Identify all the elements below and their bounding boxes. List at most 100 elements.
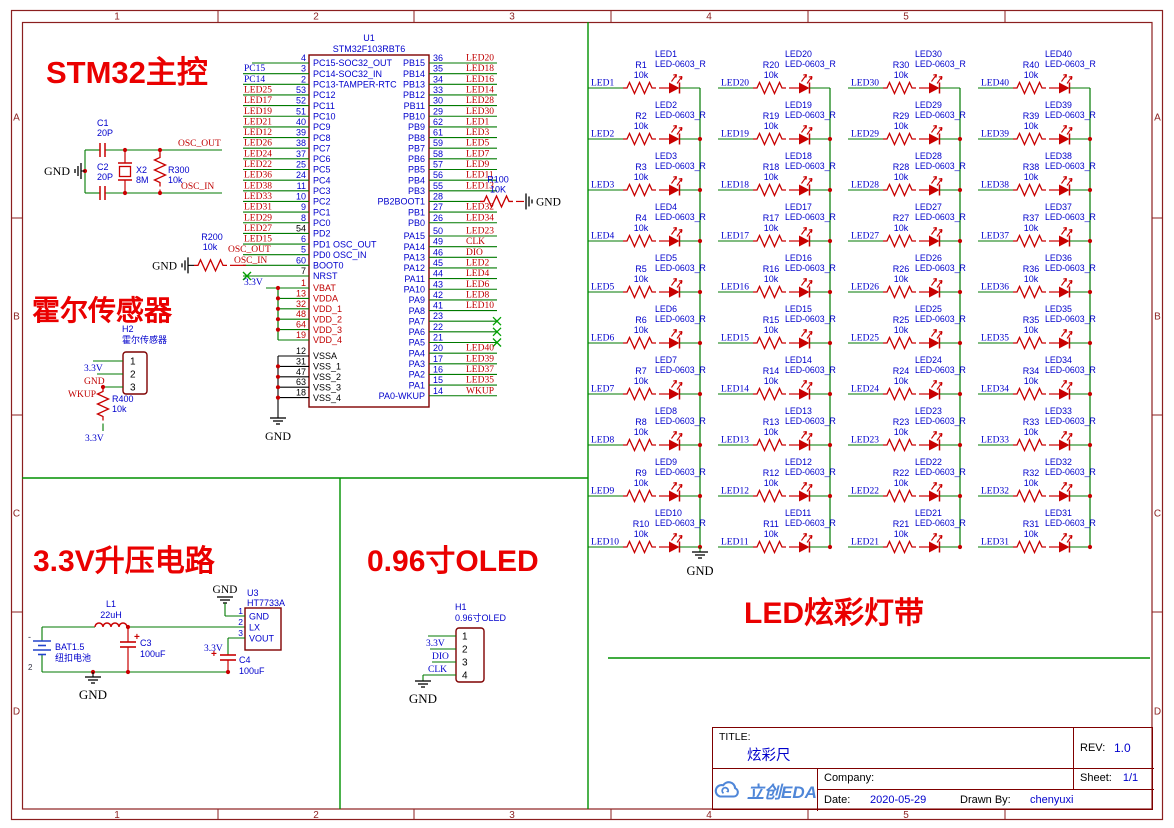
- u1-pin-name[interactable]: VDD_1: [313, 304, 342, 314]
- u1-pin-number[interactable]: 19: [296, 330, 306, 340]
- led-LED10[interactable]: [669, 541, 680, 553]
- resistor-value[interactable]: 10k: [764, 70, 779, 80]
- u1-pin-name[interactable]: PC1: [313, 207, 331, 217]
- u1-pin-number[interactable]: 3: [301, 64, 306, 74]
- led-ref[interactable]: LED30: [915, 49, 942, 59]
- led-ref[interactable]: LED40: [1045, 49, 1072, 59]
- net-label[interactable]: LED10: [466, 301, 494, 311]
- net-label[interactable]: LED2: [466, 258, 489, 268]
- resistor-ref[interactable]: R22: [893, 468, 910, 478]
- led-LED39[interactable]: [1059, 133, 1070, 145]
- net-label[interactable]: LED13: [466, 181, 494, 191]
- net-label[interactable]: LED33: [244, 192, 272, 202]
- net-label[interactable]: LED11: [721, 538, 749, 548]
- r100-ref[interactable]: R100: [487, 174, 509, 184]
- net-label[interactable]: LED23: [466, 227, 494, 237]
- u1-pin-name[interactable]: PB13: [403, 80, 425, 90]
- led-part[interactable]: LED-0603_R: [655, 161, 706, 171]
- net-label[interactable]: LED28: [851, 181, 879, 191]
- u1-pin-number[interactable]: 25: [296, 160, 306, 170]
- net-label[interactable]: LED14: [466, 85, 494, 95]
- u1-pin-number[interactable]: 52: [296, 96, 306, 106]
- led-ref[interactable]: LED17: [785, 202, 812, 212]
- led-ref[interactable]: LED21: [915, 508, 942, 518]
- resistor-value[interactable]: 10k: [1024, 376, 1039, 386]
- resistor-ref[interactable]: R14: [763, 366, 780, 376]
- led-LED19[interactable]: [799, 133, 810, 145]
- resistor-R39[interactable]: [1013, 131, 1046, 147]
- net-label[interactable]: LED15: [244, 235, 272, 245]
- u1-pin-name[interactable]: PC3: [313, 186, 331, 196]
- resistor-value[interactable]: 10k: [1024, 529, 1039, 539]
- led-LED3[interactable]: [669, 184, 680, 196]
- c4-value[interactable]: 100uF: [239, 666, 265, 676]
- u1-pin-name[interactable]: PB3: [408, 186, 425, 196]
- led-ref[interactable]: LED23: [915, 406, 942, 416]
- net-label[interactable]: OSC_IN: [181, 182, 214, 192]
- u1-pin-name[interactable]: PB7: [408, 143, 425, 153]
- led-ref[interactable]: LED27: [915, 202, 942, 212]
- resistor-value[interactable]: 10k: [1024, 427, 1039, 437]
- u1-pin-number[interactable]: 29: [433, 106, 443, 116]
- led-ref[interactable]: LED8: [655, 406, 677, 416]
- u1-pin-number[interactable]: 43: [433, 279, 443, 289]
- net-label[interactable]: LED22: [244, 160, 272, 170]
- u1-pin-name[interactable]: PB2BOOT1: [377, 197, 425, 207]
- net-label[interactable]: LED9: [466, 160, 489, 170]
- u3-pin-name[interactable]: LX: [249, 623, 260, 633]
- u1-pin-name[interactable]: VDD_3: [313, 325, 342, 335]
- led-part[interactable]: LED-0603_R: [655, 212, 706, 222]
- resistor-R400[interactable]: [95, 387, 111, 421]
- net-label[interactable]: LED12: [721, 487, 749, 497]
- net-label[interactable]: LED3: [466, 128, 489, 138]
- resistor-value[interactable]: 10k: [894, 325, 909, 335]
- resistor-value[interactable]: 10k: [894, 274, 909, 284]
- u1-pin-name[interactable]: VDD_2: [313, 314, 342, 324]
- resistor-R5[interactable]: [623, 284, 656, 300]
- net-label[interactable]: LED6: [591, 334, 614, 344]
- net-label[interactable]: LED36: [244, 171, 272, 181]
- net-label[interactable]: LED39: [981, 130, 1009, 140]
- u1-pin-number[interactable]: 39: [296, 128, 306, 138]
- net-label[interactable]: LED9: [591, 487, 614, 497]
- led-LED27[interactable]: [929, 235, 940, 247]
- resistor-ref[interactable]: R8: [635, 417, 647, 427]
- led-LED1[interactable]: [669, 82, 680, 94]
- resistor-R22[interactable]: [883, 488, 916, 504]
- net-label[interactable]: CLK: [466, 237, 485, 247]
- resistor-value[interactable]: 10k: [1024, 478, 1039, 488]
- led-ref[interactable]: LED37: [1045, 202, 1072, 212]
- resistor-R11[interactable]: [753, 539, 786, 555]
- led-ref[interactable]: LED39: [1045, 100, 1072, 110]
- u1-pin-number[interactable]: 63: [296, 377, 306, 387]
- net-label[interactable]: LED7: [466, 149, 489, 159]
- led-LED12[interactable]: [799, 490, 810, 502]
- led-part[interactable]: LED-0603_R: [785, 110, 836, 120]
- resistor-R9[interactable]: [623, 488, 656, 504]
- resistor-ref[interactable]: R35: [1023, 315, 1040, 325]
- u1-pin-number[interactable]: 10: [296, 191, 306, 201]
- net-label[interactable]: GND: [84, 377, 105, 387]
- net-label[interactable]: LED21: [244, 117, 272, 127]
- resistor-value[interactable]: 10k: [894, 172, 909, 182]
- u1-pin-number[interactable]: 21: [433, 333, 443, 343]
- u1-pin-number[interactable]: 59: [433, 138, 443, 148]
- resistor-value[interactable]: 10k: [764, 427, 779, 437]
- ic-U3[interactable]: [244, 607, 282, 651]
- resistor-R7[interactable]: [623, 386, 656, 402]
- u1-pin-name[interactable]: PA13: [404, 253, 425, 263]
- inductor-L1[interactable]: [94, 622, 128, 628]
- led-part[interactable]: LED-0603_R: [785, 467, 836, 477]
- connector-H1[interactable]: [455, 627, 485, 683]
- u1-pin-name[interactable]: PB12: [403, 90, 425, 100]
- led-LED32[interactable]: [1059, 490, 1070, 502]
- net-label[interactable]: LED20: [466, 54, 494, 64]
- u3-pin-name[interactable]: VOUT: [249, 634, 275, 644]
- led-part[interactable]: LED-0603_R: [785, 263, 836, 273]
- u3-part[interactable]: HT7733A: [247, 598, 285, 608]
- resistor-value[interactable]: 10k: [634, 172, 649, 182]
- led-part[interactable]: LED-0603_R: [1045, 314, 1096, 324]
- u1-pin-name[interactable]: PC10: [313, 111, 336, 121]
- net-label[interactable]: DIO: [466, 248, 483, 258]
- resistor-R35[interactable]: [1013, 335, 1046, 351]
